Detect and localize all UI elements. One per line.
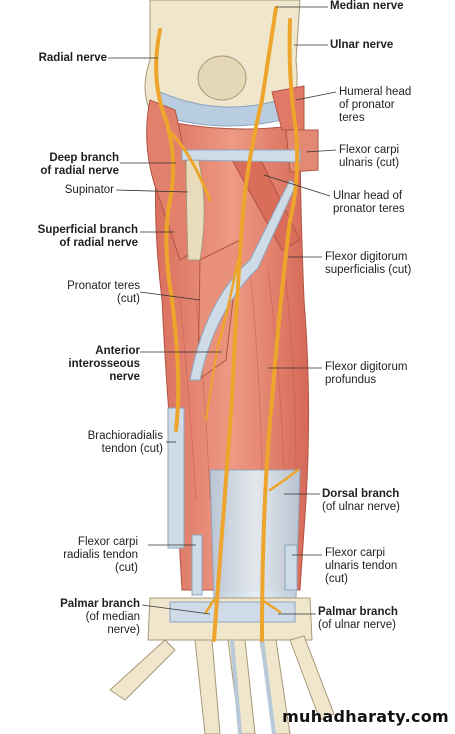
label-brachioradialis-tendon: Brachioradialis tendon (cut) bbox=[87, 430, 163, 455]
label-supinator: Supinator bbox=[64, 184, 114, 196]
label-humeral-head-pronator-teres: Humeral head of pronator teres bbox=[339, 86, 412, 124]
nerves bbox=[154, 6, 300, 642]
wrist-and-hand-bones bbox=[109, 597, 335, 734]
muscle-fibres bbox=[179, 269, 297, 501]
label-pronator-teres-cut: Pronator teres (cut) bbox=[67, 280, 140, 305]
label-flexor-carpi-radialis-tendon: Flexor carpi radialis tendon (cut) bbox=[63, 536, 138, 574]
watermark: muhadharaty.com bbox=[282, 707, 449, 726]
label-flexor-digitorum-superficialis: Flexor digitorum superficialis (cut) bbox=[325, 251, 412, 276]
leader-lines bbox=[108, 6, 337, 615]
label-flexor-digitorum-profundus: Flexor digitorum profundus bbox=[325, 361, 408, 386]
label-palmar-branch-ulnar: Palmar branch bbox=[318, 606, 398, 618]
label-deep-branch-radial-nerve: Deep branch of radial nerve bbox=[40, 152, 119, 177]
label-median-nerve: Median nerve bbox=[330, 0, 404, 12]
label-ulnar-head-pronator-teres: Ulnar head of pronator teres bbox=[333, 190, 405, 215]
tendons bbox=[167, 149, 301, 601]
label-anterior-interosseous-nerve: Anterior interosseous nerve bbox=[68, 345, 140, 383]
label-palmar-branch-ulnar-sub: (of ulnar nerve) bbox=[318, 619, 396, 631]
label-palmar-branch-median: Palmar branch bbox=[60, 598, 140, 610]
label-radial-nerve: Radial nerve bbox=[38, 52, 107, 64]
label-palmar-branch-median-sub: (of median nerve) bbox=[85, 611, 140, 636]
label-flexor-carpi-ulnaris-cut: Flexor carpi ulnaris (cut) bbox=[339, 144, 400, 169]
label-dorsal-branch-sub: (of ulnar nerve) bbox=[322, 501, 400, 513]
label-dorsal-branch: Dorsal branch bbox=[322, 488, 400, 500]
label-superficial-branch-radial-nerve: Superficial branch of radial nerve bbox=[37, 224, 138, 249]
label-flexor-carpi-ulnaris-tendon: Flexor carpi ulnaris tendon (cut) bbox=[325, 547, 398, 585]
label-ulnar-nerve: Ulnar nerve bbox=[330, 39, 394, 51]
